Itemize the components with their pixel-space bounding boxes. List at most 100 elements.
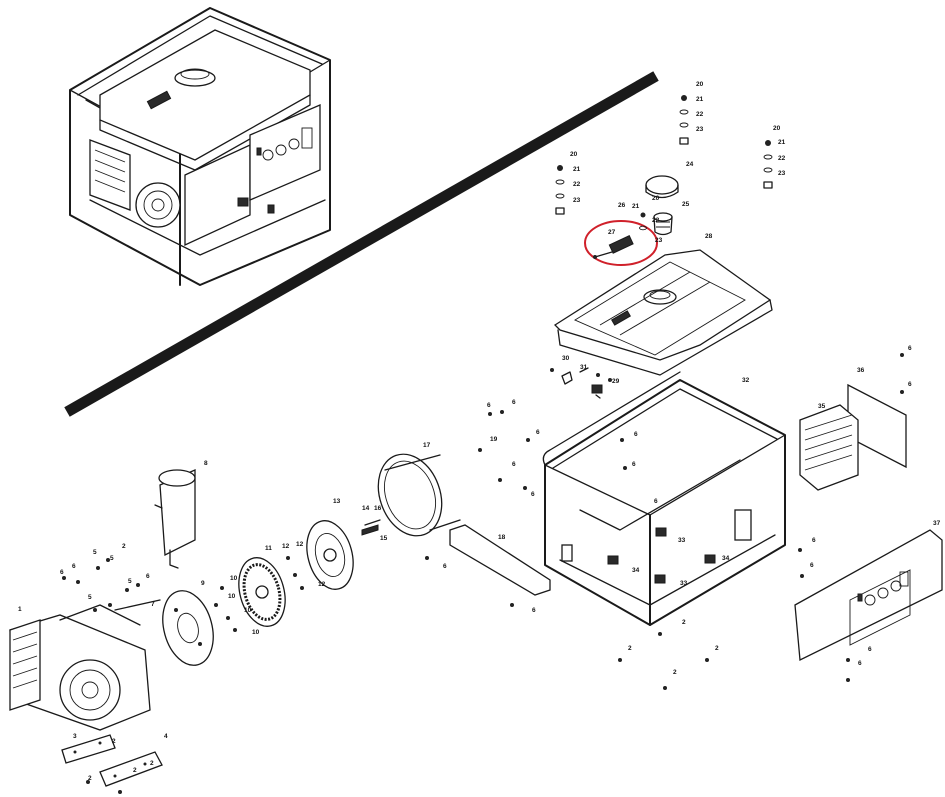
tank-mount-parts <box>550 367 603 399</box>
callout-33: 33 <box>678 537 686 544</box>
callout-10b: 10 <box>228 593 236 600</box>
callout-1: 1 <box>18 606 22 613</box>
callout-6e: 6 <box>536 429 540 436</box>
assembled-generator <box>69 7 331 286</box>
callout-12b: 12 <box>296 541 304 548</box>
front-flange <box>162 590 214 666</box>
bolt-stack-top <box>679 95 689 145</box>
callout-6b: 6 <box>908 381 912 388</box>
callout-34a: 34 <box>632 567 640 574</box>
callout-35: 35 <box>818 403 826 410</box>
callout-5b: 5 <box>110 555 114 562</box>
fuel-cap <box>645 175 679 199</box>
callout-10a: 10 <box>230 575 238 582</box>
callout-26: 26 <box>618 202 626 209</box>
callout-20d: 20 <box>652 195 660 202</box>
callout-23c: 23 <box>573 197 581 204</box>
fuel-tank <box>553 249 773 376</box>
bolt-stack-left <box>555 165 565 215</box>
callout-30: 30 <box>562 355 570 362</box>
callout-12a: 12 <box>282 543 290 550</box>
callout-5c: 5 <box>128 578 132 585</box>
callout-6a: 6 <box>908 345 912 352</box>
callout-3: 3 <box>73 733 77 740</box>
callout-6g: 6 <box>531 491 535 498</box>
callout-25: 25 <box>682 201 690 208</box>
callout-2e: 2 <box>150 760 154 767</box>
callout-6l: 6 <box>812 537 816 544</box>
callout-20c: 20 <box>570 151 578 158</box>
callout-6p: 6 <box>146 573 150 580</box>
callout-18: 18 <box>498 534 506 541</box>
callout-6k: 6 <box>443 563 447 570</box>
callout-4: 4 <box>164 733 168 740</box>
callout-22d: 22 <box>652 217 660 224</box>
callout-6s: 6 <box>532 607 536 614</box>
callout-34b: 34 <box>722 555 730 562</box>
callout-7: 7 <box>151 601 155 608</box>
muffler <box>154 469 196 569</box>
callout-15: 15 <box>380 535 388 542</box>
callout-28: 28 <box>705 233 713 240</box>
callout-8: 8 <box>204 460 208 467</box>
base-plate-left <box>61 734 116 764</box>
callout-2d: 2 <box>133 767 137 774</box>
base-plate-right <box>99 751 163 787</box>
callout-22c: 22 <box>573 181 581 188</box>
callout-22b: 22 <box>778 155 786 162</box>
callout-13: 13 <box>333 498 341 505</box>
callout-6q: 6 <box>868 646 872 653</box>
stator <box>306 520 379 590</box>
callout-6i: 6 <box>632 461 636 468</box>
fuel-filter <box>653 212 673 236</box>
callout-20b: 20 <box>773 125 781 132</box>
callout-37: 37 <box>933 520 941 527</box>
callout-6d: 6 <box>512 399 516 406</box>
callout-33b: 33 <box>680 580 688 587</box>
callout-6n: 6 <box>72 563 76 570</box>
callout-20a: 20 <box>696 81 704 88</box>
callout-21d: 21 <box>632 203 640 210</box>
callout-23a: 23 <box>696 126 704 133</box>
callout-6c: 6 <box>487 402 491 409</box>
frame <box>542 371 786 626</box>
support-rail <box>449 524 551 596</box>
callout-27: 27 <box>608 229 616 236</box>
callout-2c: 2 <box>88 775 92 782</box>
callout-17: 17 <box>423 442 431 449</box>
callout-6f: 6 <box>512 461 516 468</box>
callout-21b: 21 <box>778 139 786 146</box>
callout-6h: 6 <box>634 431 638 438</box>
callout-6j: 6 <box>654 498 658 505</box>
callout-10c: 10 <box>244 607 252 614</box>
callout-23d: 23 <box>655 237 663 244</box>
callout-2g: 2 <box>673 669 677 676</box>
bolt-stack-center <box>639 212 647 231</box>
callout-24: 24 <box>686 161 694 168</box>
divider-line <box>64 71 659 417</box>
callout-6r: 6 <box>858 660 862 667</box>
callout-23b: 23 <box>778 170 786 177</box>
callout-22a: 22 <box>696 111 704 118</box>
callout-5a: 5 <box>93 549 97 556</box>
callout-10d: 10 <box>252 629 260 636</box>
callout-2b: 2 <box>112 738 116 745</box>
callout-29: 29 <box>612 378 620 385</box>
callout-21a: 21 <box>696 96 704 103</box>
callout-36: 36 <box>857 367 865 374</box>
callout-32: 32 <box>742 377 750 384</box>
callout-21c: 21 <box>573 166 581 173</box>
callout-9: 9 <box>201 580 205 587</box>
air-filter <box>799 404 859 491</box>
callout-6o: 6 <box>60 569 64 576</box>
callout-2i: 2 <box>682 619 686 626</box>
alternator-housing <box>377 453 461 537</box>
callout-2a: 2 <box>122 543 126 550</box>
fuel-gauge-highlight <box>584 220 658 266</box>
callout-31: 31 <box>580 364 588 371</box>
callout-19: 19 <box>490 436 498 443</box>
callout-2h: 2 <box>715 645 719 652</box>
